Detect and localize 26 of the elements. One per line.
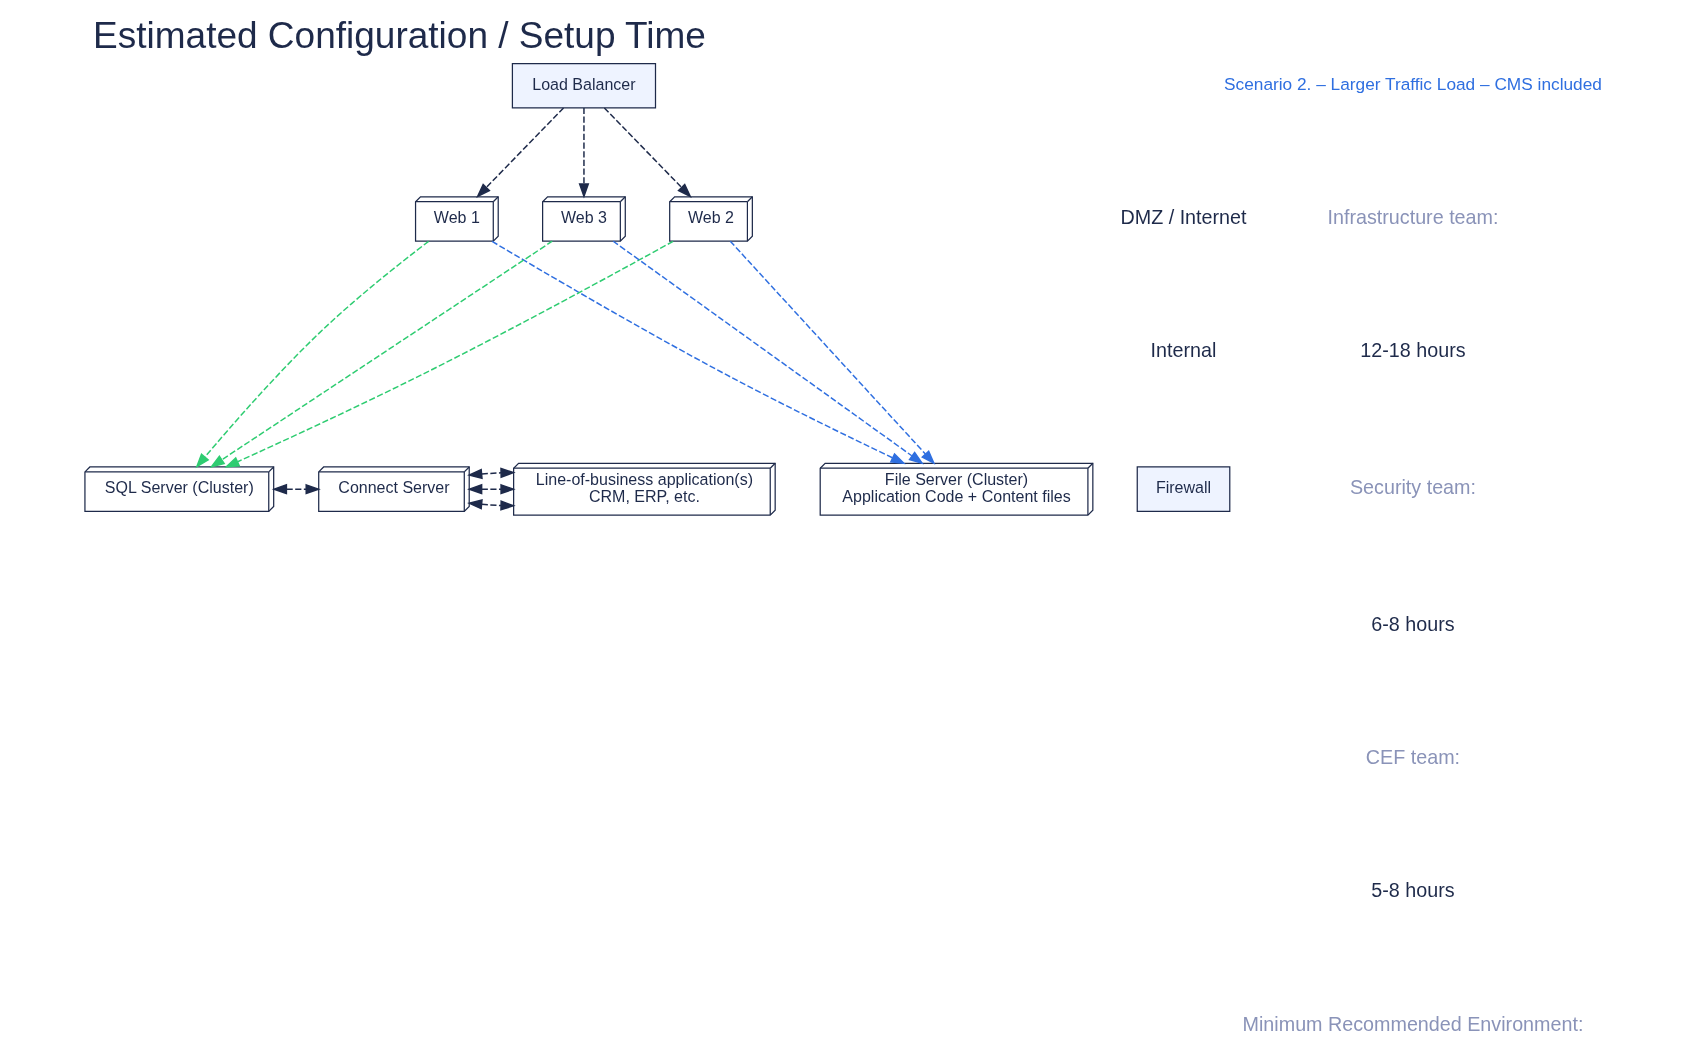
node-box: Load Balancer [511,62,657,109]
label: 5-8 hours [1371,879,1455,902]
arrow [271,483,321,495]
arrow [209,240,553,468]
label: 12-18 hours [1360,338,1466,361]
arrow [612,240,924,465]
node-box: Firewall [1136,466,1231,512]
label: CEF team: [1365,746,1461,769]
arrow [467,483,516,495]
arrow [224,240,674,468]
label: Minimum Recommended Environment: [1242,1012,1584,1035]
label: Internal [1150,338,1217,361]
label: Security team: [1349,475,1476,498]
label: Scenario 2. – Larger Traffic Load – CMS included [1224,74,1602,95]
arrow [729,240,936,465]
diagram-title: Estimated Configuration / Setup Time [93,13,706,56]
arrow [195,240,430,469]
arrow [467,467,516,480]
label: DMZ / Internet [1120,205,1247,228]
arrow [603,107,692,198]
arrow [578,107,590,199]
label: Infrastructure team: [1327,205,1499,228]
arrow [476,107,565,198]
label: 6-8 hours [1371,612,1455,635]
arrow [467,499,516,511]
arrow [491,240,906,465]
